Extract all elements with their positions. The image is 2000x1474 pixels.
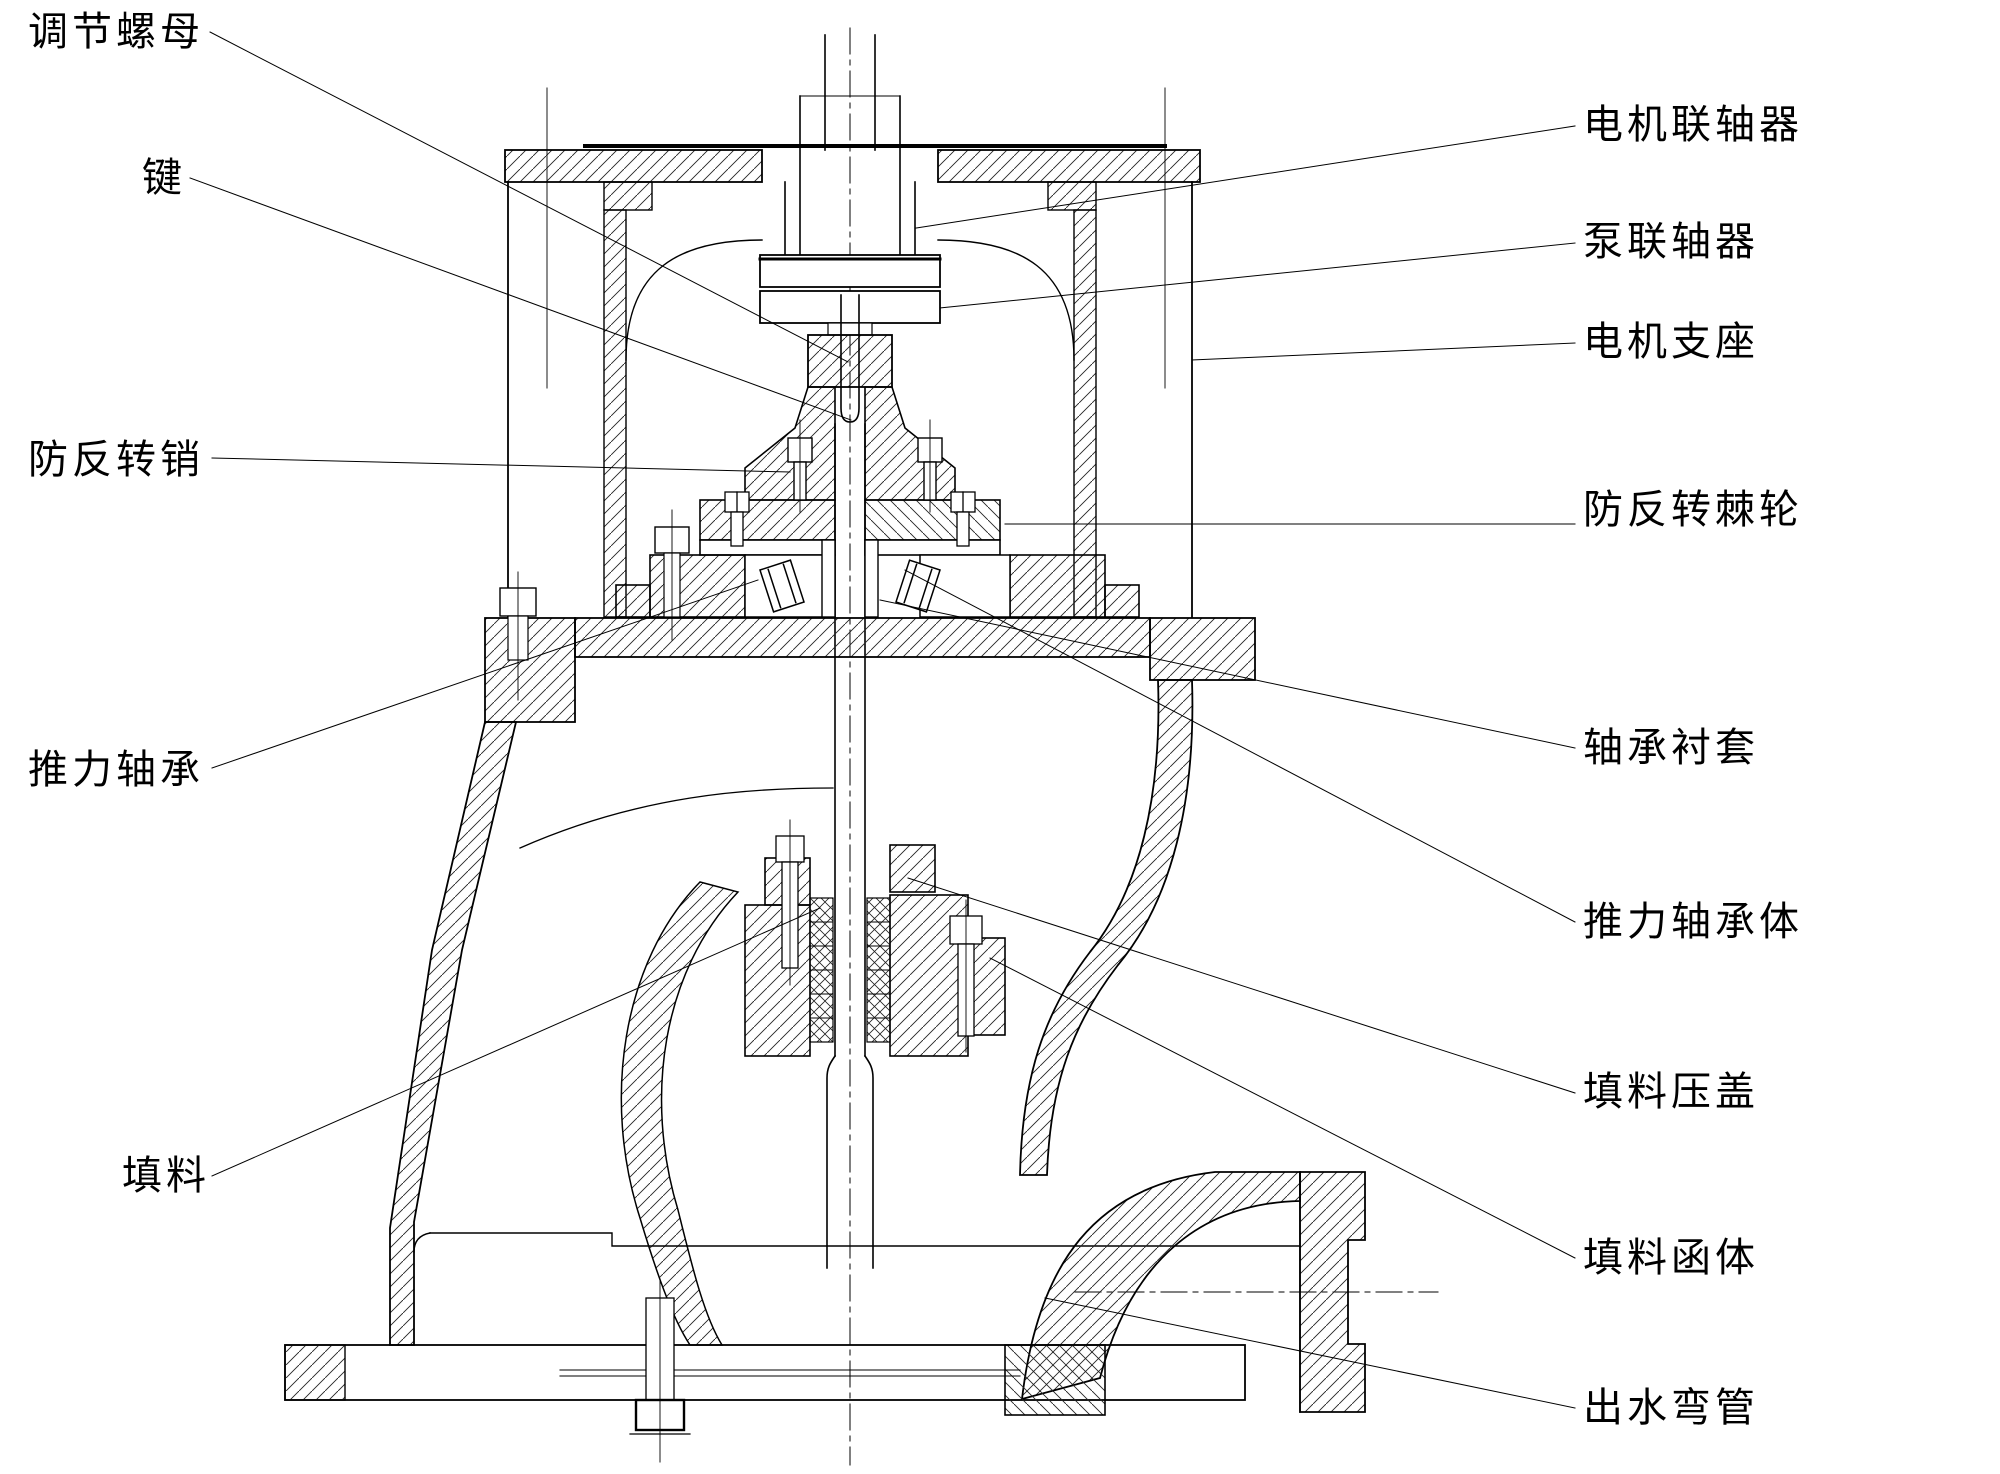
label-adjusting-nut: 调节螺母 — [28, 9, 204, 54]
label-bearing-bushing: 轴承衬套 — [1583, 725, 1759, 770]
label-outlet-elbow: 出水弯管 — [1583, 1385, 1759, 1430]
leader-outlet-elbow — [1044, 1297, 1576, 1409]
bearing-bushing — [821, 539, 879, 618]
leader-lines — [189, 31, 1576, 1409]
label-stuffing-box-body: 填料函体 — [1583, 1235, 1759, 1280]
leader-packing-gland — [907, 877, 1576, 1094]
label-thrust-bearing: 推力轴承 — [28, 747, 204, 792]
label-packing: 填料 — [122, 1153, 210, 1198]
leader-stuffing-box-body — [989, 957, 1576, 1259]
leader-bearing-bushing — [879, 599, 1576, 749]
packing-gland-bolts — [775, 819, 983, 1053]
leader-key — [189, 177, 852, 421]
base-flange — [284, 1279, 1246, 1463]
thrust-bearing-housing — [615, 509, 1140, 641]
anti-reverse-pin-stud — [787, 419, 943, 513]
leader-thrust-bearing — [211, 579, 759, 769]
pump-coupling-assembly — [759, 290, 941, 336]
label-thrust-bearing-body: 推力轴承体 — [1583, 899, 1803, 944]
discharge-flange — [1299, 1171, 1366, 1413]
leader-anti-reverse-pin — [211, 457, 791, 473]
outlet-elbow — [1020, 1171, 1366, 1413]
label-anti-reverse-ratchet: 防反转棘轮 — [1583, 487, 1803, 532]
motor-coupling-assembly — [758, 34, 942, 288]
label-key: 键 — [142, 155, 186, 200]
bearing-cover-screws — [724, 491, 976, 547]
leader-motor-coupling — [915, 125, 1576, 229]
adjusting-nut — [807, 334, 893, 388]
label-motor-support: 电机支座 — [1583, 319, 1759, 364]
leader-thrust-bearing-body — [904, 569, 1576, 923]
leader-pump-coupling — [939, 242, 1576, 309]
packing-rings — [809, 897, 891, 1043]
motor-support-frame — [504, 87, 1201, 618]
leader-motor-support — [1191, 342, 1576, 361]
label-packing-gland: 填料压盖 — [1583, 1069, 1759, 1114]
label-anti-reverse-pin: 防反转销 — [28, 437, 204, 482]
label-pump-coupling: 泵联轴器 — [1583, 219, 1759, 264]
label-motor-coupling: 电机联轴器 — [1583, 102, 1803, 147]
thrust-bearing-left — [744, 554, 836, 618]
thrust-bearing-right — [895, 554, 1011, 618]
leader-adjusting-nut — [209, 31, 849, 363]
stuffing-box — [744, 844, 1006, 1057]
leader-packing — [211, 907, 821, 1177]
